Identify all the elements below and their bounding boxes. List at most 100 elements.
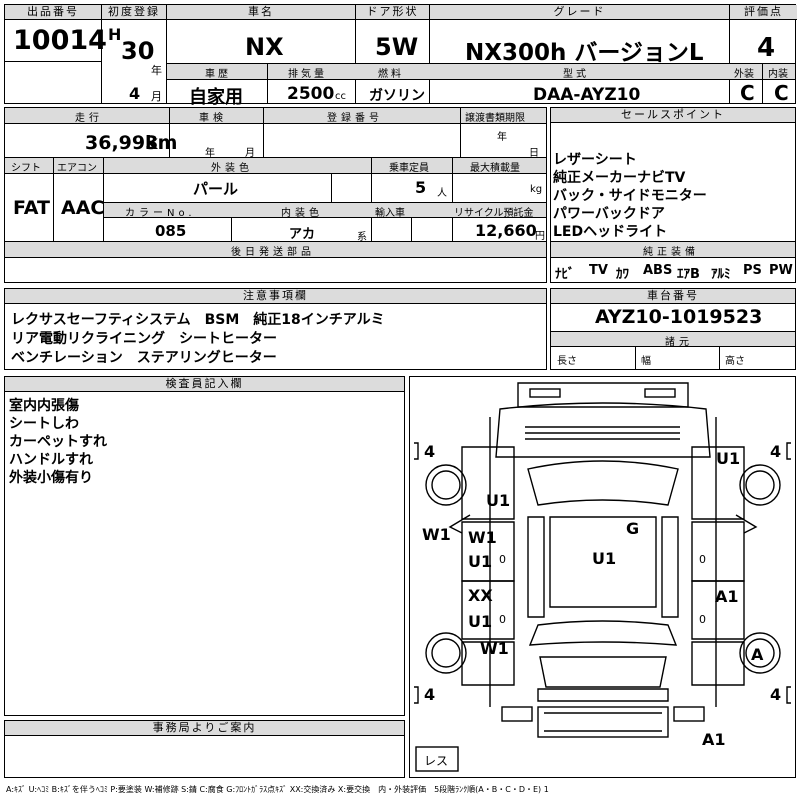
damage-mark: U1 — [468, 552, 492, 571]
equipment-item: ABS — [643, 263, 673, 278]
seats-label: 乗車定員 — [389, 163, 429, 174]
displacement: 2500 — [287, 84, 335, 104]
equipment-item: PS — [743, 263, 762, 278]
car-outline: 4 4 4 4 U1 U1 W1 W1 G U1 U1 U1 XX A1 U1 … — [414, 382, 791, 772]
score: 4 — [757, 33, 776, 63]
inspection-month-unit: 月 — [245, 148, 255, 159]
damage-mark: XX — [468, 586, 493, 605]
damage-mark: U1 — [468, 612, 492, 631]
office-notice-label: 事務局よりご案内 — [5, 721, 404, 736]
fuel: ガソリン — [369, 88, 425, 104]
transfer-day-unit: 日 — [529, 148, 539, 159]
sales-point-item: バック・サイドモニター — [553, 188, 707, 204]
recycle-unit: 円 — [535, 231, 545, 242]
equipment-item: PW — [769, 263, 793, 278]
max-load-label: 最大積載量 — [470, 163, 520, 174]
tire-front-right: 4 — [770, 442, 781, 461]
shift: FAT — [13, 197, 50, 219]
inspector-line: シートしわ — [9, 416, 79, 432]
color-no-label: カラーNo. — [125, 208, 196, 219]
notes-block: 注意事項欄 レクサスセーフティシステム BSM 純正18インチアルミ リア電動リ… — [4, 288, 547, 370]
sales-point-item: パワーバックドア — [553, 206, 665, 222]
vehicle-detail-block: 走行 36,993 km 車検 年 月 登録番号 譲渡書類期限 年 日 シフト … — [4, 107, 547, 283]
ac-label: エアコン — [57, 163, 97, 174]
displacement-unit: cc — [335, 91, 346, 102]
transfer-year-unit: 年 — [497, 132, 507, 143]
sales-points-label: セールスポイント — [551, 108, 795, 123]
reg-year: 30 — [121, 37, 155, 65]
equipment-item: TV — [589, 263, 608, 278]
damage-mark: W1 — [468, 528, 497, 547]
dims-label: 諸元 — [665, 337, 693, 348]
damage-mark: A1 — [702, 730, 726, 749]
chassis-block: 車台番号 AYZ10-1019523 諸元 長さ 幅 高さ — [550, 288, 796, 370]
int-grade-label: 内装 — [768, 69, 788, 80]
lot-number: 10014 — [13, 25, 107, 56]
equipment-label: 純正装備 — [643, 247, 699, 258]
history: 自家用 — [189, 87, 243, 108]
displacement-label: 排気量 — [288, 69, 327, 80]
damage-mark: A — [751, 645, 764, 664]
transfer-label: 譲渡書類期限 — [465, 113, 525, 124]
damage-mark: G — [626, 519, 639, 538]
chassis-number: AYZ10-1019523 — [595, 306, 763, 328]
lot-label: 出品番号 — [5, 5, 101, 20]
zero-mark: 0 — [499, 553, 506, 566]
damage-mark: W1 — [422, 525, 451, 544]
damage-mark: W1 — [480, 639, 509, 658]
zero-mark: 0 — [499, 613, 506, 626]
color-label: 外装色 — [211, 163, 253, 174]
equipment-item: ﾅﾋﾞ — [555, 267, 575, 282]
zero-mark: 0 — [699, 613, 706, 626]
ext-grade: C — [740, 81, 755, 105]
import-label: 輸入車 — [375, 208, 405, 219]
year-unit: 年 — [151, 64, 162, 77]
damage-mark: U1 — [716, 449, 740, 468]
damage-mark: A1 — [715, 587, 739, 606]
notes-label: 注意事項欄 — [5, 289, 546, 304]
inspector-block: 検査員記入欄 室内内張傷 シートしわ カーペットすれ ハンドルすれ 外装小傷有り — [4, 376, 405, 716]
damage-mark: U1 — [592, 549, 616, 568]
header-block: 出品番号 10014 初度登録 H 30 年 4 月 車名 NX ドア形状 5W… — [4, 4, 797, 108]
height-label: 高さ — [725, 356, 745, 367]
door-type: 5W — [375, 33, 419, 61]
inspector-line: 外装小傷有り — [9, 470, 93, 486]
car-name-label: 車名 — [167, 5, 355, 20]
interior-color: アカ — [289, 227, 316, 242]
shift-label: シフト — [11, 163, 41, 174]
note-line: レクサスセーフティシステム BSM 純正18インチアルミ — [11, 312, 385, 328]
model-code: DAA-AYZ10 — [533, 85, 641, 105]
seats: 5 — [415, 178, 427, 197]
tire-rear-left: 4 — [424, 685, 435, 704]
chassis-label: 車台番号 — [551, 289, 795, 304]
inspector-line: ハンドルすれ — [9, 452, 93, 468]
model-label: 型式 — [563, 69, 589, 80]
sales-point-item: LEDヘッドライト — [553, 224, 668, 240]
damage-mark: U1 — [486, 491, 510, 510]
first-reg-label: 初度登録 — [102, 5, 166, 20]
width-label: 幅 — [641, 356, 651, 367]
inspection-year-unit: 年 — [205, 148, 215, 159]
registration-label: 登録番号 — [327, 113, 383, 124]
less-label: レス — [424, 754, 448, 768]
door-label: ドア形状 — [356, 5, 429, 20]
zero-mark: 0 — [699, 553, 706, 566]
mileage: 36,993 — [85, 132, 159, 154]
sales-point-item: レザーシート — [553, 152, 637, 168]
interior-color-unit: 系 — [357, 232, 367, 243]
mileage-label: 走行 — [75, 113, 103, 124]
equipment-item: ｴｱB — [677, 267, 700, 282]
recycle-label: リサイクル預託金 — [454, 208, 534, 219]
grade-label: グレード — [430, 5, 729, 20]
recycle-fee: 12,660 — [475, 221, 537, 240]
tire-front-left: 4 — [424, 442, 435, 461]
inspector-line: カーペットすれ — [9, 434, 107, 450]
score-label: 評価点 — [730, 5, 797, 20]
month-unit: 月 — [151, 90, 162, 103]
max-load-unit: kg — [530, 184, 543, 195]
history-label: 車歴 — [205, 69, 231, 80]
era: H — [108, 25, 122, 44]
interior-color-label: 内装色 — [281, 208, 323, 219]
tire-rear-right: 4 — [770, 685, 781, 704]
sales-points-block: セールスポイント レザーシート 純正メーカーナビTV バック・サイドモニター パ… — [550, 107, 796, 283]
